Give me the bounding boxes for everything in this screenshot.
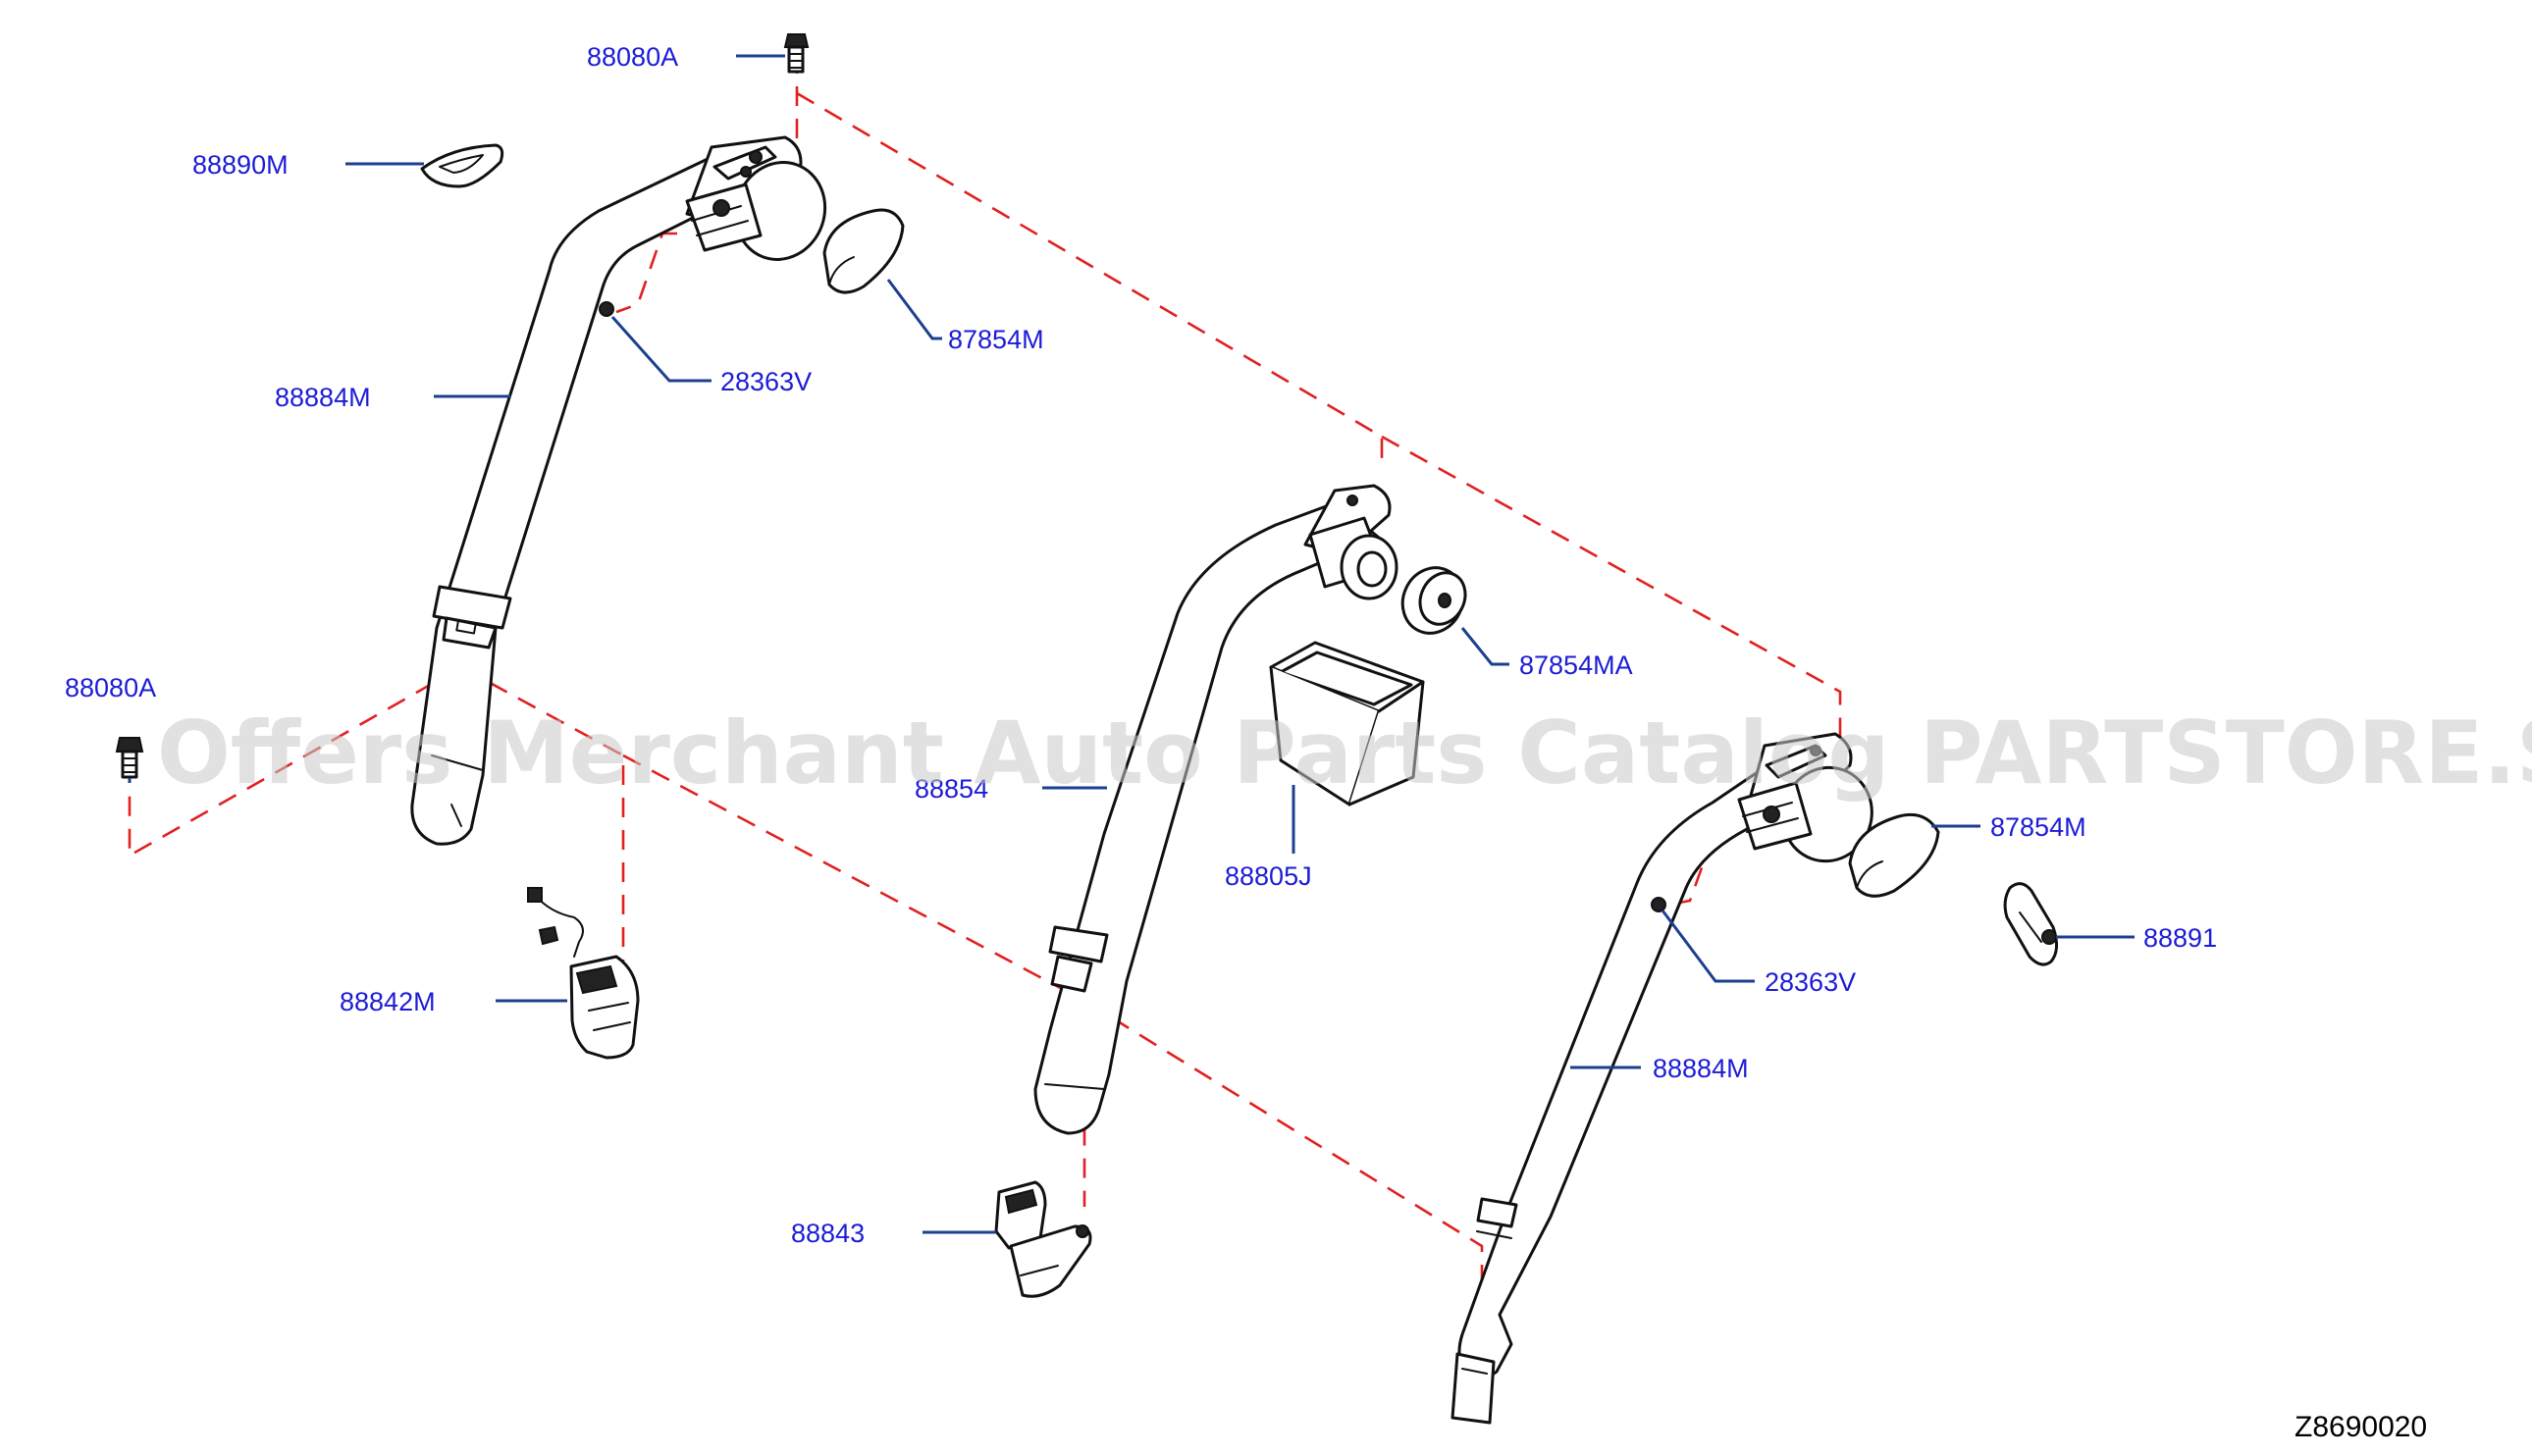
clip-28363v-left-icon xyxy=(599,301,614,317)
leader-lines xyxy=(128,54,2135,1234)
part-label-87854ma: 87854MA xyxy=(1519,650,1633,680)
part-label-88080a-left: 88080A xyxy=(65,673,156,702)
bolt-88080a-top-icon xyxy=(783,33,810,74)
part-label-88842m: 88842M xyxy=(340,987,436,1016)
part-label-88080a-top: 88080A xyxy=(587,42,678,72)
part-label-28363v-left: 28363V xyxy=(720,367,812,396)
watermark-text: Offers Merchant Auto Parts Catalog PARTS… xyxy=(157,702,2532,804)
diagram-reference-code: Z8690020 xyxy=(2295,1411,2427,1443)
part-label-88854: 88854 xyxy=(915,774,988,804)
cover-cap-87854m-right-icon xyxy=(1848,812,1940,898)
part-label-28363v-right: 28363V xyxy=(1765,967,1856,997)
part-label-88890m: 88890M xyxy=(192,150,289,180)
cover-cap-87854ma-icon xyxy=(1400,566,1467,635)
bolt-88080a-left-icon xyxy=(115,737,144,779)
buckle-88842m-icon xyxy=(527,887,640,1060)
part-labels: 88080A 88890M 87854M 28363V 88884M 88080… xyxy=(65,42,2217,1248)
part-label-87854m-right: 87854M xyxy=(1990,812,2086,842)
cover-cap-87854m-left-icon xyxy=(822,208,905,294)
left-seat-belt-assembly xyxy=(410,135,827,846)
anchor-cover-88890m-icon xyxy=(420,143,504,188)
part-label-88891: 88891 xyxy=(2143,923,2217,953)
anchor-cover-88891-icon xyxy=(2003,882,2058,966)
clip-28363v-right-icon xyxy=(1651,897,1666,912)
part-label-88805j: 88805J xyxy=(1225,861,1312,891)
part-label-88884m-left: 88884M xyxy=(275,383,371,412)
tray-88805j-icon xyxy=(1269,641,1425,806)
center-seat-belt-assembly xyxy=(1033,484,1398,1135)
part-label-88843: 88843 xyxy=(791,1219,865,1248)
part-label-87854m-left: 87854M xyxy=(948,325,1044,354)
right-seat-belt-assembly xyxy=(1451,732,1873,1425)
part-label-88884m-right: 88884M xyxy=(1653,1054,1749,1083)
buckle-88843-icon xyxy=(994,1180,1092,1298)
